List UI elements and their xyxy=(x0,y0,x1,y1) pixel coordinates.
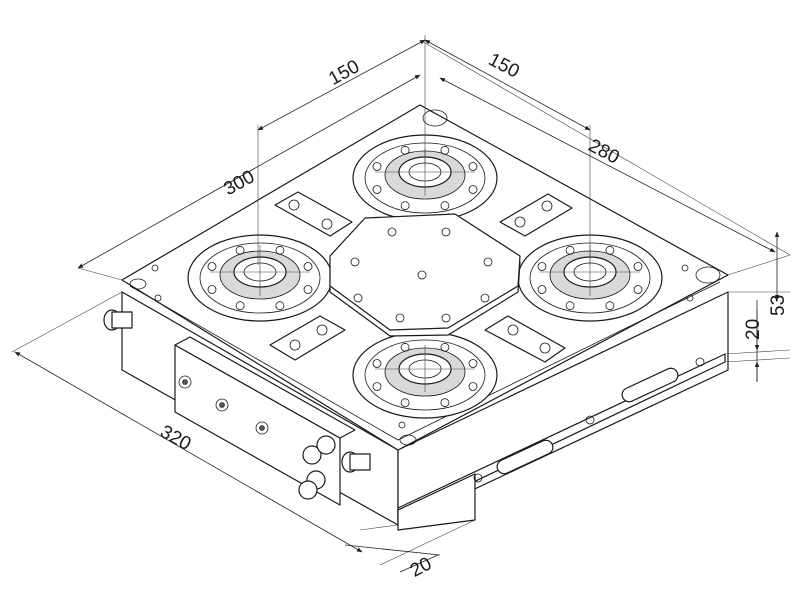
dim-label-150-left: 150 xyxy=(325,56,363,90)
dim-line-320 xyxy=(14,351,363,553)
bolt-icon xyxy=(633,285,643,294)
bolt-icon xyxy=(303,285,313,294)
dim-line-280 xyxy=(439,77,776,253)
corner-hole-bottom xyxy=(399,434,417,446)
fitting-d xyxy=(298,480,318,500)
dim-label-20-bottom: 20 xyxy=(407,553,436,581)
corner-hole-left xyxy=(129,278,147,290)
dim-label-53: 53 xyxy=(768,295,789,316)
corner-hole-right xyxy=(695,266,721,284)
dim-label-300: 300 xyxy=(220,166,258,200)
dim-line-20-bottom xyxy=(344,544,441,556)
dim-label-20-side: 20 xyxy=(743,319,764,340)
side-hole-3 xyxy=(473,473,483,483)
dim-line-300 xyxy=(77,74,421,269)
bolt-icon xyxy=(480,293,490,303)
bolt-icon xyxy=(235,301,245,311)
dim-label-320: 320 xyxy=(156,421,194,455)
bolt-icon xyxy=(537,285,547,294)
slot-1 xyxy=(496,439,554,475)
chuck-right xyxy=(517,234,663,322)
clamp-bar-bottom-right xyxy=(484,315,566,363)
bolt-icon xyxy=(483,257,493,267)
bolt-icon xyxy=(353,293,363,303)
bolt-icon xyxy=(633,262,643,271)
bolt-icon xyxy=(372,382,382,391)
bolt-icon xyxy=(440,398,450,408)
bolt-icon xyxy=(395,313,405,323)
bolt-icon xyxy=(400,342,410,352)
dim-label-150-right: 150 xyxy=(485,49,523,82)
bolt-icon xyxy=(417,270,427,280)
side-slots xyxy=(473,357,705,483)
slot-2 xyxy=(621,367,679,403)
dim-label-280: 280 xyxy=(585,135,623,168)
bolt-icon xyxy=(537,262,547,271)
side-hole-1 xyxy=(585,415,595,425)
bolt-icon xyxy=(605,301,615,311)
bolt-icon xyxy=(565,301,575,311)
dimension-lines xyxy=(11,35,791,573)
bolt-icon xyxy=(275,301,285,311)
bolt-icon xyxy=(400,398,410,408)
bolt-icon xyxy=(440,342,450,352)
bolt-icon xyxy=(207,285,217,294)
bolt-icon xyxy=(468,382,478,391)
dim-line-150-right xyxy=(424,39,591,131)
bolt-icon xyxy=(468,359,478,368)
side-hole-2 xyxy=(695,357,705,367)
chuck-bottom xyxy=(352,331,498,419)
chuck-left xyxy=(187,234,333,322)
fitting-b xyxy=(316,435,336,455)
top-chamfer-line xyxy=(129,281,721,441)
bolt-icon xyxy=(441,313,451,323)
bolt-icon xyxy=(372,359,382,368)
right-side-face xyxy=(397,291,729,526)
